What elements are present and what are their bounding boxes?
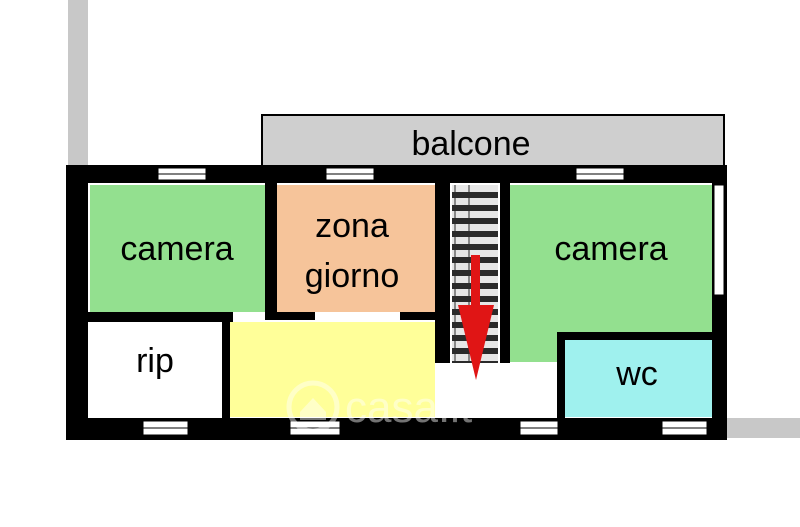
camera-left-label: camera	[120, 230, 233, 268]
balcony-label: balcone	[411, 125, 530, 163]
watermark: casa.it	[286, 380, 472, 434]
room-camera-left	[90, 185, 265, 312]
wall-stair-left	[435, 183, 450, 363]
landing	[437, 362, 557, 417]
corridor	[230, 322, 435, 417]
window-right	[713, 184, 725, 296]
wall-partition-v2	[222, 312, 230, 418]
wall-top	[66, 165, 727, 183]
wall-left	[66, 165, 88, 440]
down-arrow-shaft	[471, 255, 480, 310]
room-wc	[565, 340, 712, 417]
rip-label: rip	[136, 342, 174, 380]
room-zona-giorno	[277, 185, 435, 312]
down-arrow-icon	[458, 305, 494, 380]
watermark-text: casa.it	[345, 383, 472, 432]
wall-partition-h3	[400, 312, 435, 320]
camera-right-label: camera	[554, 230, 667, 268]
wall-bottom	[66, 418, 727, 440]
wall-partition-v1	[265, 183, 277, 318]
outer-wall-vertical	[68, 0, 88, 165]
watermark-logo-icon	[286, 380, 340, 434]
wall-wc-top	[557, 332, 712, 340]
balcony	[261, 114, 725, 168]
wall-stair-right	[500, 183, 510, 363]
outer-wall-horizontal	[727, 418, 800, 438]
wall-partition-h1	[88, 312, 233, 322]
wc-label: wc	[615, 355, 658, 393]
zona-giorno-label-2: giorno	[305, 257, 400, 295]
wall-wc-left	[557, 332, 565, 418]
wall-partition-h2	[265, 312, 315, 320]
zona-giorno-label-1: zona	[315, 207, 389, 245]
room-rip	[90, 322, 222, 417]
